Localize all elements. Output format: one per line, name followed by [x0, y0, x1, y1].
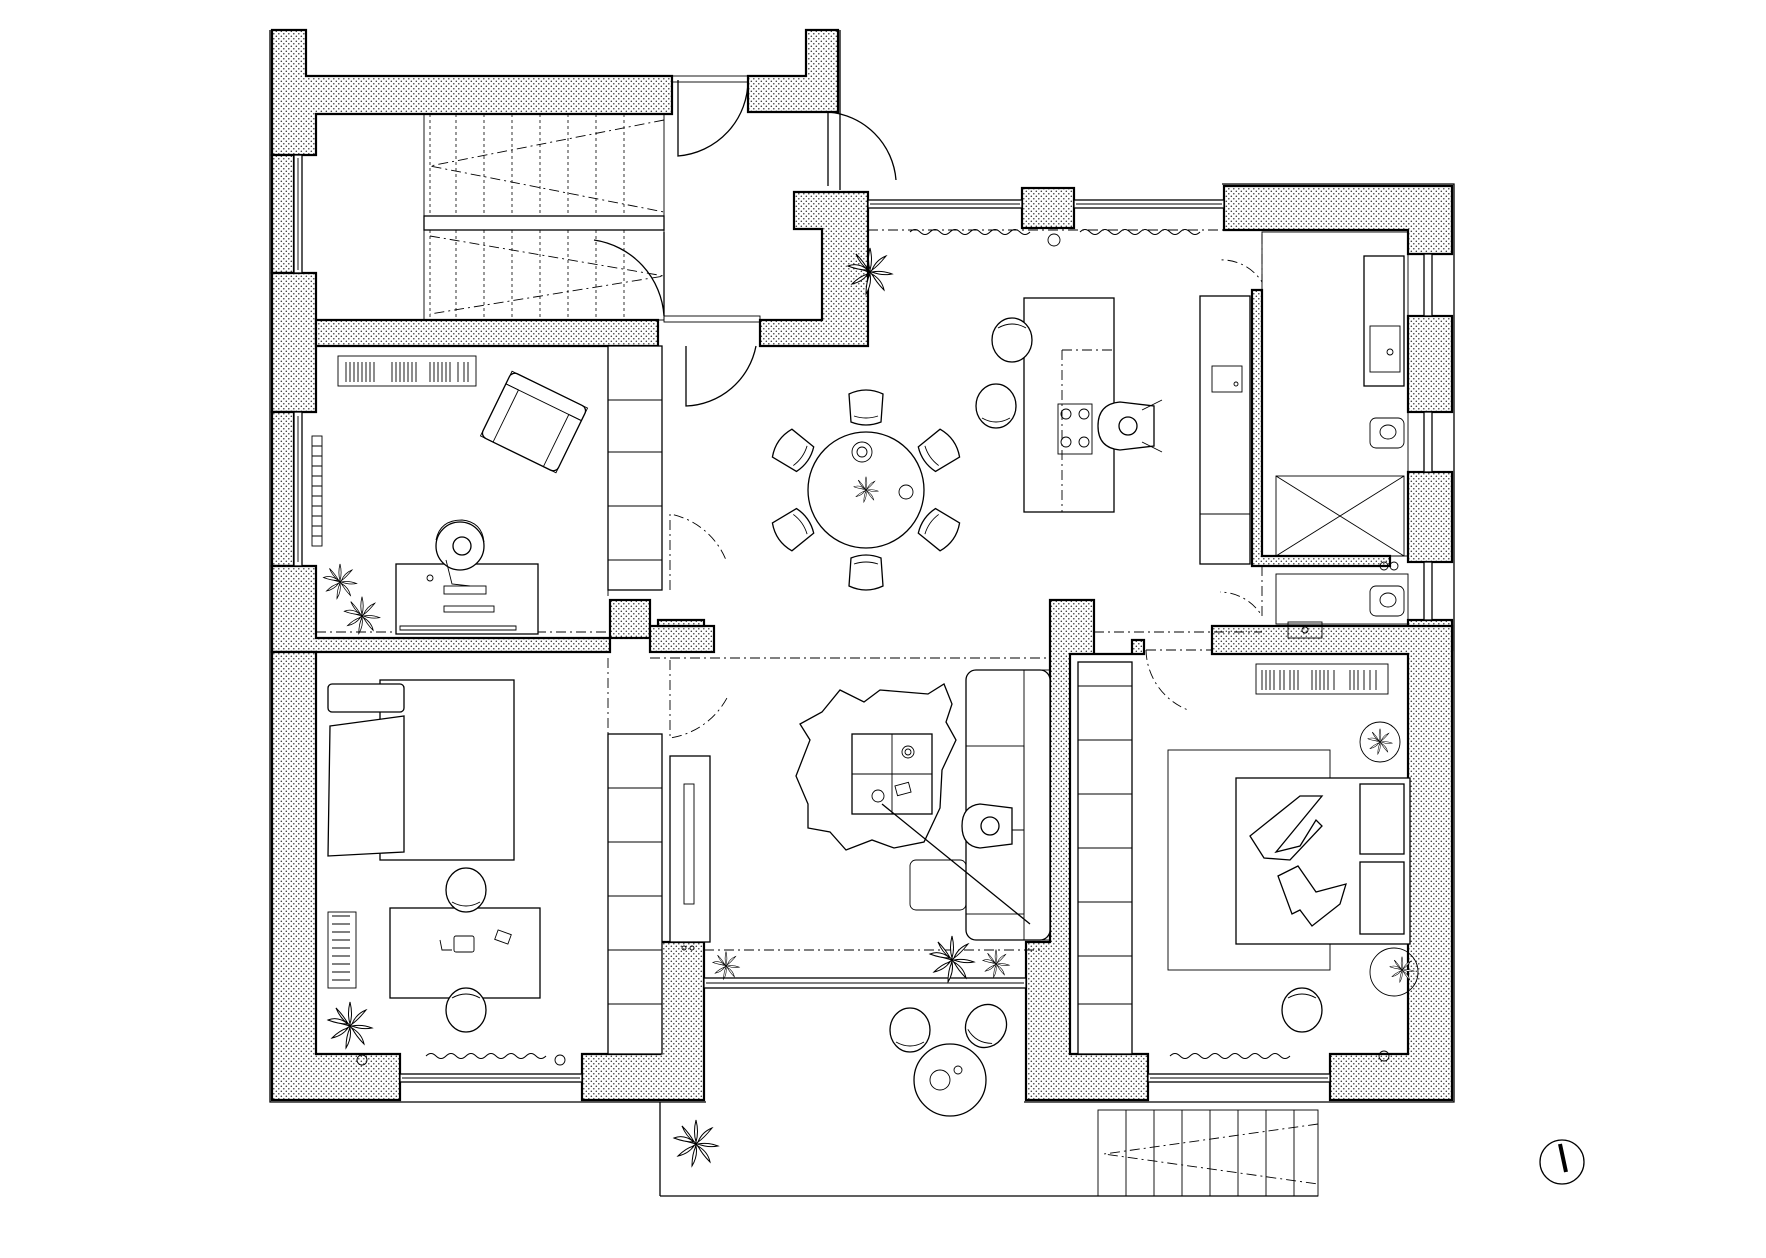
person-icon: [1097, 399, 1163, 453]
chair-icon: [445, 987, 487, 1033]
plant-icon: [323, 563, 357, 599]
plant-icon: [327, 1001, 373, 1049]
person-icon: [435, 519, 485, 587]
kitchen-island: [1023, 297, 1115, 513]
left-bedroom: [327, 679, 566, 1066]
wardrobe-study: [607, 345, 663, 591]
chair-icon: [848, 554, 884, 591]
stool-icon: [991, 317, 1033, 363]
plant-icon: [673, 1119, 719, 1167]
walls: [270, 28, 1454, 1102]
stairs-exterior: [1097, 1109, 1319, 1197]
wardrobe-left-bedroom: [607, 733, 663, 1055]
stool-icon: [975, 383, 1017, 429]
radiator: [311, 435, 323, 547]
plant-icon: [929, 935, 975, 983]
person-icon: [961, 803, 1013, 849]
right-bedroom: [1167, 663, 1419, 1062]
plant-icon: [1367, 728, 1393, 755]
sofa: [909, 669, 1051, 941]
terrace: [673, 996, 1015, 1167]
desk-study: [395, 563, 539, 635]
armchair-study: [479, 370, 589, 474]
stairs-interior: [423, 113, 665, 321]
plant-icon: [982, 949, 1010, 978]
chair-icon: [768, 426, 818, 476]
living-area: [669, 669, 1051, 983]
dining-area: [768, 247, 964, 591]
chair-icon: [848, 389, 884, 426]
vanity: [1363, 255, 1405, 387]
study-room: [311, 355, 589, 635]
north-arrow-icon: [1539, 1139, 1585, 1185]
media-unit: [669, 755, 711, 943]
wardrobe-right-bedroom: [1077, 661, 1133, 1055]
chair-icon: [914, 426, 964, 476]
chair-icon: [957, 996, 1015, 1056]
chair-icon: [889, 1007, 931, 1053]
windows: [293, 154, 1433, 1083]
chair-icon: [914, 504, 964, 554]
desk: [389, 907, 541, 999]
kitchen-counter: [1199, 295, 1251, 565]
chair-icon: [445, 867, 487, 913]
plant-icon: [712, 951, 740, 980]
chair-icon: [768, 504, 818, 554]
kitchen: [909, 229, 1251, 565]
plant-icon: [343, 596, 381, 634]
bathroom: [1261, 231, 1409, 639]
chair-icon: [1281, 987, 1323, 1033]
